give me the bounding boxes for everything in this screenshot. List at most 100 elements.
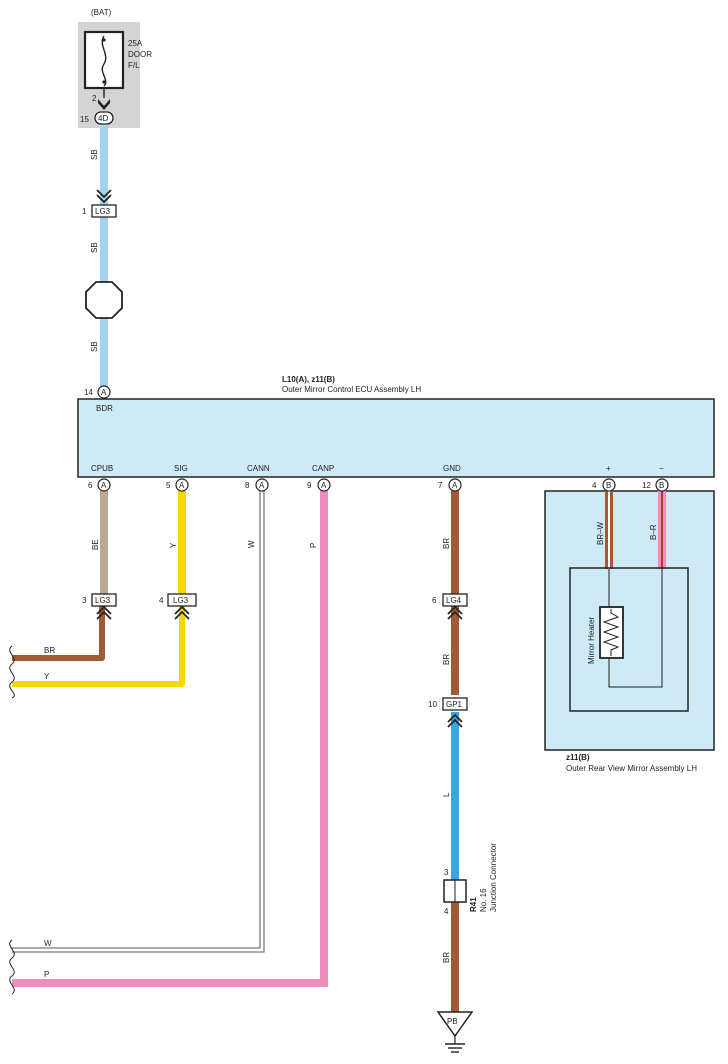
ecu-pin-plus-circle xyxy=(602,478,616,492)
wire-left-p-label: P xyxy=(44,970,49,979)
mirror-code: z11(B) xyxy=(566,753,590,762)
connector-lg3-y-arrow-icon xyxy=(174,605,190,620)
ecu-pin-cann-conn: A xyxy=(259,481,265,490)
connector-lg4-pin: 6 xyxy=(432,596,437,605)
wire-br-gnd-lower xyxy=(451,902,459,1014)
connector-gp1-arrow-icon xyxy=(447,713,463,728)
fuse-output-terminal-icon xyxy=(98,99,110,110)
ecu-pin-sig-circle xyxy=(175,478,189,492)
mirror-heater-box xyxy=(569,567,689,712)
wire-l xyxy=(451,712,459,882)
ecu-pin-plus-conn: B xyxy=(606,481,611,490)
ecu-pin-gnd-conn: A xyxy=(452,481,458,490)
wire-br-r-stripe xyxy=(661,489,663,569)
mirror-assembly-box xyxy=(544,490,715,751)
connector-gp1-label: GP1 xyxy=(446,700,463,709)
fuse-rating: 25A xyxy=(128,39,143,48)
heater-element-box xyxy=(599,606,624,659)
wire-left-y-label: Y xyxy=(44,672,50,681)
ecu-pin-plus-label: + xyxy=(606,464,611,473)
connector-4d-pin: 15 xyxy=(80,115,89,124)
splice-octagon xyxy=(85,281,123,319)
fuse-name-line1: DOOR xyxy=(128,50,152,59)
ecu-top-pin-num: 14 xyxy=(84,388,93,397)
ecu-code: L10(A), z11(B) xyxy=(282,375,335,384)
ecu-pin-gnd-circle xyxy=(448,478,462,492)
junction-name-line2: Junction Connector xyxy=(489,843,498,912)
ecu-pin-minus-label: − xyxy=(659,464,664,473)
connector-gp1 xyxy=(442,697,468,711)
wire-br-gnd-upper xyxy=(451,489,459,695)
junction-name-line1: No. 16 xyxy=(479,888,488,912)
ecu-pin-gnd-num: 7 xyxy=(438,481,443,490)
junction-pin-top: 3 xyxy=(444,868,449,877)
connector-lg3-y-pin: 4 xyxy=(159,596,164,605)
wire-br-r-label: B–R xyxy=(649,524,658,540)
fuse-name-line2: F/L xyxy=(128,61,140,70)
mirror-name: Outer Rear View Mirror Assembly LH xyxy=(566,764,697,773)
ecu-top-pin-conn: A xyxy=(101,388,107,397)
ecu-pin-cpub-conn: A xyxy=(101,481,107,490)
wire-sb-label-1: SB xyxy=(90,149,99,160)
ecu-pin-cpub-label: CPUB xyxy=(91,464,113,473)
ecu-pin-canp-conn: A xyxy=(321,481,327,490)
wire-sb-label-3: SB xyxy=(90,341,99,352)
connector-4d xyxy=(94,111,114,125)
fuse-source-label: (BAT) xyxy=(91,8,112,17)
ecu-pin-plus-num: 4 xyxy=(592,481,597,490)
ecu-pin-gnd-label: GND xyxy=(443,464,461,473)
connector-lg3-be-pin: 3 xyxy=(82,596,87,605)
ecu-pin-cann-label: CANN xyxy=(247,464,270,473)
junction-code: R41 xyxy=(469,897,478,912)
heater-resistor-icon xyxy=(602,609,620,656)
wire-left-br-label: BR xyxy=(44,646,55,655)
ecu-top-pin-circle xyxy=(97,385,111,399)
wire-be xyxy=(100,489,108,594)
wire-brw-label: BR–W xyxy=(596,521,605,545)
wire-y xyxy=(178,489,186,594)
wire-br-left xyxy=(12,596,105,661)
connector-lg3-top-label: LG3 xyxy=(95,207,111,216)
ecu-pin-canp-num: 9 xyxy=(307,481,312,490)
connector-lg3-be-arrow-icon xyxy=(96,605,112,620)
wire-br-gnd-label-3: BR xyxy=(442,952,451,963)
wire-y-label: Y xyxy=(169,542,178,548)
ecu-pin-cann-circle xyxy=(255,478,269,492)
wire-sb xyxy=(100,126,108,394)
wire-brw-stripe xyxy=(608,489,610,569)
ecu-pin-canp-circle xyxy=(317,478,331,492)
ground-label: PB xyxy=(447,1017,458,1026)
wire-y-left xyxy=(12,596,185,687)
wire-br-gnd-label-2: BR xyxy=(442,654,451,665)
connector-lg3-be-label: LG3 xyxy=(95,596,111,605)
break-mark-top-icon xyxy=(9,645,15,699)
ground-point xyxy=(436,1011,474,1038)
ecu-pin-sig-label: SIG xyxy=(174,464,188,473)
break-mark-bottom-icon xyxy=(9,939,15,995)
wire-be-label: BE xyxy=(91,539,100,550)
wire-w-outline xyxy=(12,489,265,953)
connector-gp1-pin: 10 xyxy=(428,700,437,709)
connector-4d-label: 4D xyxy=(98,114,108,123)
fuse-terminal-bottom xyxy=(102,80,106,84)
connector-lg4-arrow-icon xyxy=(447,605,463,620)
junction-pin-bottom: 4 xyxy=(444,907,449,916)
wire-sb-label-2: SB xyxy=(90,242,99,253)
ecu-pin-minus-circle xyxy=(655,478,669,492)
fuse-terminal-top xyxy=(102,38,106,42)
ecu-bdr-label: BDR xyxy=(96,404,113,413)
wire-br-gnd-label-1: BR xyxy=(442,538,451,549)
connector-lg3-top-arrow-icon xyxy=(96,189,112,204)
connector-lg4-label: LG4 xyxy=(446,596,462,605)
wire-p xyxy=(12,489,328,987)
ecu-pin-minus-conn: B xyxy=(659,481,664,490)
ecu-pin-sig-num: 5 xyxy=(166,481,171,490)
fuse-symbol-icon xyxy=(101,35,107,87)
wire-p-label: P xyxy=(309,543,318,548)
mirror-heater-label: Mirror Heater xyxy=(587,617,596,664)
connector-lg3-top-pin: 1 xyxy=(82,207,87,216)
fuse-pin-label: 2 xyxy=(92,94,97,103)
ecu-box xyxy=(77,398,715,478)
connector-lg3-top xyxy=(91,204,117,218)
